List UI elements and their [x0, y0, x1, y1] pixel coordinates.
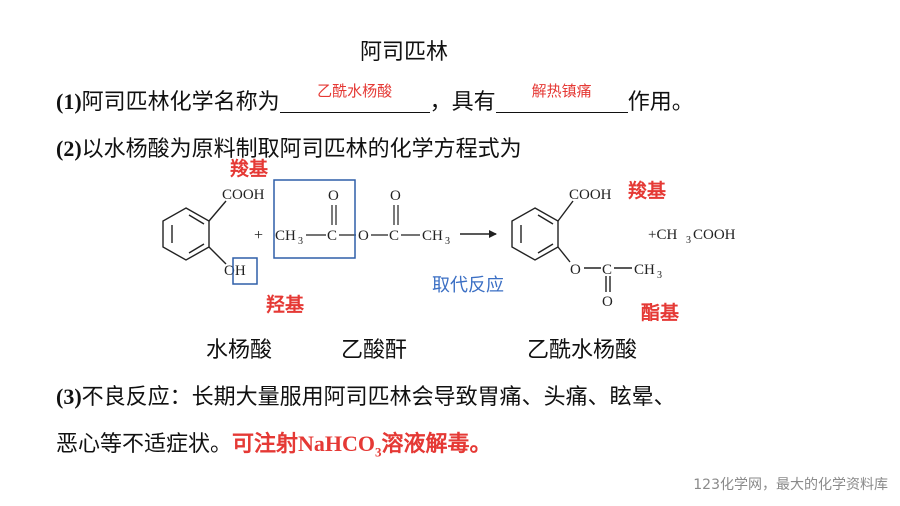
carbonyl-c-1: C — [327, 228, 337, 244]
question-3-text-2: 恶心等不适症状。 — [56, 432, 233, 457]
acetic-acid-prefix: +CH — [648, 227, 677, 243]
ch3-left: CH — [275, 228, 296, 244]
reaction-equation: COOH OH + CH 3 C O O C O CH 3 COOH O C O… — [162, 179, 736, 310]
reactant-2-name: 乙酸酐 — [341, 338, 408, 363]
answer-1: 乙酰水杨酸 — [317, 82, 393, 100]
ester-ch3-sub: 3 — [657, 270, 662, 281]
ester-o: O — [570, 262, 581, 278]
antidote-formula-sub: 3 — [375, 444, 382, 460]
ester-ch3: CH — [634, 262, 655, 278]
answer-blank-1: 乙酰水杨酸 — [279, 82, 430, 113]
question-1-number: (1) — [56, 89, 82, 114]
question-2: (2)以水杨酸为原料制取阿司匹林的化学方程式为 — [56, 131, 522, 163]
question-1-suffix: 作用。 — [627, 90, 694, 115]
question-3-line-1: (3)不良反应：长期大量服用阿司匹林会导致胃痛、头痛、眩晕、 — [56, 379, 676, 411]
hydroxyl-highlight-box — [232, 257, 258, 285]
salicylic-acid-structure — [162, 200, 227, 265]
answer-blank-2: 解热镇痛 — [495, 82, 628, 113]
reactant-1-name: 水杨酸 — [206, 338, 273, 363]
carbonyl-o-2: O — [390, 188, 401, 204]
page-title: 阿司匹林 — [360, 40, 449, 65]
ch3-right: CH — [422, 228, 443, 244]
oh-group: OH — [224, 263, 246, 279]
antidote-formula: NaHCO — [298, 431, 376, 456]
question-3-number: (3) — [56, 384, 82, 409]
question-3-line-2: 恶心等不适症状。可注射NaHCO3溶液解毒。 — [56, 426, 492, 460]
acetic-acid-suffix: COOH — [693, 227, 736, 243]
question-1: (1)阿司匹林化学名称为 乙酰水杨酸 ，具有 解热镇痛 作用。 — [56, 82, 694, 116]
answer-2: 解热镇痛 — [531, 82, 592, 100]
plus-sign-1: + — [254, 227, 263, 244]
question-3-text-1: 不良反应：长期大量服用阿司匹林会导致胃痛、头痛、眩晕、 — [81, 385, 676, 410]
reaction-type-label: 取代反应 — [432, 275, 504, 296]
antidote-prefix: 可注射 — [232, 432, 299, 457]
ch3-right-sub: 3 — [445, 236, 450, 247]
bridge-o: O — [358, 228, 369, 244]
carboxyl-label-right: 羧基 — [628, 180, 667, 202]
ester-c: C — [602, 262, 612, 278]
aspirin-structure — [511, 200, 632, 292]
cooh-group-left: COOH — [222, 187, 265, 203]
carbonyl-c-2: C — [389, 228, 399, 244]
carboxyl-label-left: 羧基 — [230, 158, 269, 180]
question-2-text: 以水杨酸为原料制取阿司匹林的化学方程式为 — [81, 137, 522, 162]
ch3-left-sub: 3 — [298, 236, 303, 247]
footer-watermark: 123化学网，最大的化学资料库 — [693, 477, 888, 493]
product-name: 乙酰水杨酸 — [527, 338, 638, 363]
reaction-arrow — [489, 230, 497, 238]
acetic-acid-sub: 3 — [686, 235, 691, 246]
hydroxyl-label: 羟基 — [266, 294, 305, 316]
cooh-group-right: COOH — [569, 187, 612, 203]
question-2-number: (2) — [56, 136, 82, 161]
ester-label: 酯基 — [641, 302, 680, 324]
question-1-middle: ，具有 — [429, 90, 496, 115]
acyl-highlight-box — [273, 179, 356, 259]
ester-carbonyl-o: O — [602, 294, 613, 310]
question-1-prefix: 阿司匹林化学名称为 — [81, 90, 280, 115]
antidote-suffix: 溶液解毒。 — [381, 432, 492, 457]
carbonyl-o-1: O — [328, 188, 339, 204]
